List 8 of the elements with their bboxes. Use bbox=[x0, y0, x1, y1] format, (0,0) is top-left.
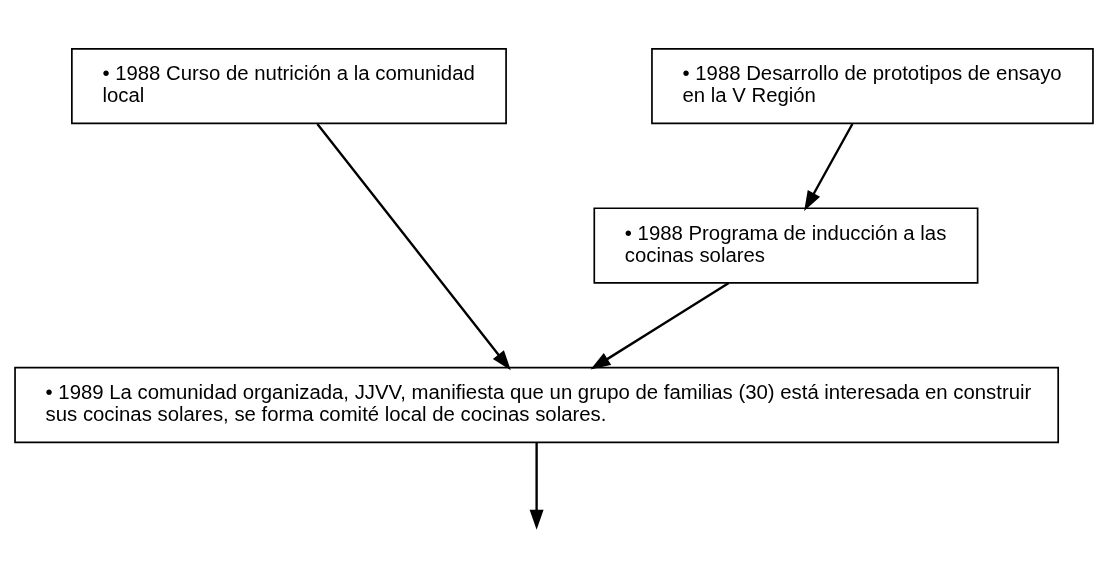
arrow bbox=[804, 123, 854, 211]
arrow bbox=[316, 123, 511, 371]
node-box: • 1988 Curso de nutrición a la comunidad local bbox=[71, 47, 507, 125]
arrow bbox=[529, 442, 544, 530]
node-box: • 1988 Desarrollo de prototipos de ensayo en la V Región bbox=[651, 47, 1094, 125]
node-box: • 1988 Programa de inducción a las cocinas solares bbox=[593, 207, 979, 284]
arrow bbox=[590, 282, 730, 370]
node-box: • 1989 La comunidad organizada, JJVV, manifiesta que un grupo de familias (30) está interesada en construir sus cocinas solares, se forma comité local de cocinas solares. bbox=[14, 366, 1060, 444]
